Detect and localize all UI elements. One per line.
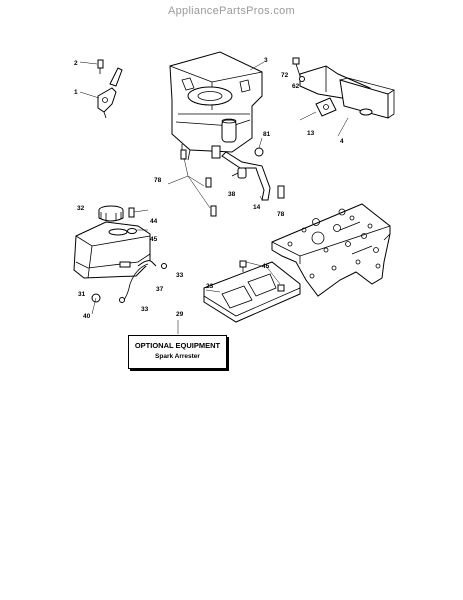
callout-37: 37 xyxy=(156,286,164,293)
callout-62: 62 xyxy=(292,83,300,90)
callout-78-right: 78 xyxy=(277,211,285,218)
callout-38: 38 xyxy=(228,191,236,198)
optional-equipment-box: OPTIONAL EQUIPMENT Spark Arrester xyxy=(128,335,227,369)
callout-1: 1 xyxy=(74,89,78,96)
throttle-control xyxy=(79,59,123,119)
callout-33-upper: 33 xyxy=(176,272,184,279)
site-watermark: AppliancePartsPros.com xyxy=(167,5,296,17)
callout-13: 13 xyxy=(307,130,315,137)
callout-72: 72 xyxy=(281,72,289,79)
optional-equipment-title: OPTIONAL EQUIPMENT xyxy=(134,341,221,350)
callout-29: 29 xyxy=(176,311,184,318)
callout-14: 14 xyxy=(253,204,261,211)
callout-2: 2 xyxy=(74,60,78,67)
frame-plate xyxy=(271,203,391,297)
callout-81: 81 xyxy=(263,131,271,138)
spark-arrester-label: Spark Arrester xyxy=(155,353,200,360)
callout-4: 4 xyxy=(340,138,344,145)
callout-45: 45 xyxy=(262,263,270,270)
callout-32: 32 xyxy=(77,205,85,212)
callout-44: 44 xyxy=(150,218,158,225)
callout-78-left: 78 xyxy=(154,177,162,184)
muffler xyxy=(292,57,395,137)
fuel-tank xyxy=(73,205,167,315)
callout-40: 40 xyxy=(83,313,91,320)
callout-23: 23 xyxy=(206,283,214,290)
callout-33-lower: 33 xyxy=(141,306,149,313)
engine xyxy=(169,51,265,161)
callout-31: 31 xyxy=(78,291,86,298)
callout-46: 45 xyxy=(150,236,158,243)
heat-shield xyxy=(203,260,301,323)
engine-hardware xyxy=(167,137,285,217)
callout-3: 3 xyxy=(264,57,268,64)
